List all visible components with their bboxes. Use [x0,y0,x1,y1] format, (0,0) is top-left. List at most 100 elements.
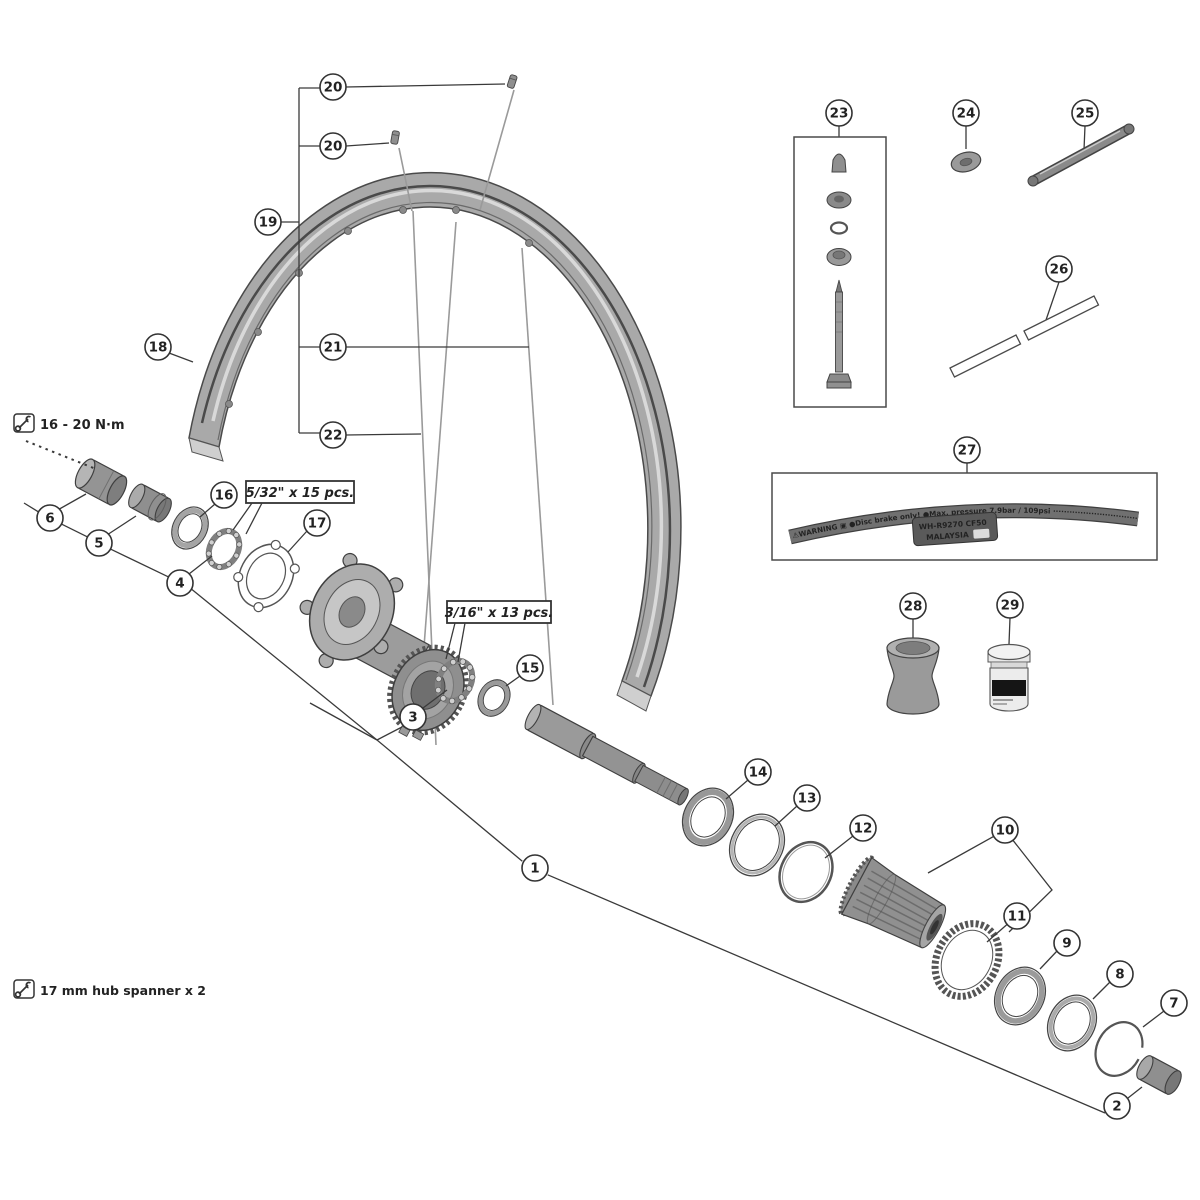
valve-stem [826,279,852,389]
callout-22: 22 [319,421,347,449]
callout-24: 24 [952,99,980,127]
svg-text:9: 9 [1062,936,1071,952]
callout-1: 1 [521,854,549,882]
cone-locknut [128,483,172,523]
svg-text:29: 29 [1001,598,1020,614]
seal-ring-15 [477,679,511,717]
callout-4: 4 [166,569,194,597]
callout-18: 18 [144,333,172,361]
warning-plate-line2: MALAYSIA [926,530,969,542]
end-cap-right [1136,1055,1182,1095]
callouts: 20 20 19 21 22 18 6 5 4 16 17 3 15 1 14 … [36,73,1188,1120]
valve-parts-box [793,136,887,408]
seal-ring-9 [993,966,1047,1026]
jar-label [992,680,1026,696]
torque-note: 16 - 20 N·m [13,413,125,470]
svg-text:11: 11 [1008,909,1027,925]
rim-end-right [616,680,652,712]
valve-nut [826,191,852,209]
callout-13: 13 [793,784,821,812]
nipple-line-1 [479,89,515,211]
rim-end-left [188,437,224,462]
callout-15: 15 [516,654,544,682]
rim [188,171,682,712]
seal-ring-14 [681,787,735,847]
svg-text:23: 23 [830,106,849,122]
bracket-rails [23,125,1165,1114]
callout-11: 11 [1003,902,1031,930]
svg-text:24: 24 [957,106,976,122]
axle [524,703,689,806]
callout-21: 21 [319,333,347,361]
svg-text:21: 21 [324,340,343,356]
warning-plate-logo [973,528,990,539]
seal-ring-16 [171,506,209,550]
svg-text:10: 10 [996,823,1015,839]
spoke-nipple-1 [506,74,518,89]
callout-14: 14 [744,758,772,786]
valve-cap [831,153,847,173]
freehub-body [838,855,947,949]
svg-text:12: 12 [854,821,873,837]
tool-rod [1027,123,1135,187]
svg-text:7: 7 [1169,996,1178,1012]
callout-5: 5 [85,529,113,557]
snap-ring-7 [1094,1021,1144,1077]
svg-text:2: 2 [1112,1099,1121,1115]
svg-text:25: 25 [1076,106,1095,122]
balls-front-note: 5/32" x 15 pcs. [232,480,355,535]
o-ring-12 [778,840,834,904]
hub-flange-left [299,552,404,669]
callout-3: 3 [399,703,427,731]
bracket-19 [281,83,529,436]
callout-27: 27 [953,436,981,464]
ball-retainer-rear [434,657,476,705]
balls-rear-text: 3/16" x 13 pcs. [445,606,553,621]
svg-text:20: 20 [324,139,343,155]
callout-17: 17 [303,509,331,537]
svg-text:6: 6 [45,511,54,527]
ball-retainer-front [205,527,243,571]
callout-16: 16 [210,481,238,509]
callout-20-a: 20 [319,73,347,101]
svg-text:22: 22 [324,428,343,444]
warning-plate: WH-R9270 CF50 MALAYSIA [911,511,999,547]
torque-leader [25,440,97,470]
torque-text: 16 - 20 N·m [40,418,125,433]
spoke-nipple-2 [390,130,400,145]
spoke-1 [521,247,554,706]
svg-text:3: 3 [408,710,417,726]
valve-o-ring [829,221,849,235]
svg-text:4: 4 [175,576,184,592]
svg-text:19: 19 [259,215,278,231]
spacer-ring-13 [728,813,786,877]
nipple-line-2 [398,147,413,212]
torque-wrench-icon [14,415,32,432]
spanner-note: 17 mm hub spanner x 2 [13,979,206,999]
callout-26: 26 [1045,255,1073,283]
callout-2: 2 [1103,1092,1131,1120]
ratchet-ring-11 [931,920,1003,1000]
valve-grommet [826,248,852,266]
rim-plug [950,151,982,173]
callout-28: 28 [899,592,927,620]
hub-body [299,552,469,741]
callout-23: 23 [825,99,853,127]
svg-text:5: 5 [94,536,103,552]
callout-10: 10 [991,816,1019,844]
lock-washer-17 [233,539,300,613]
axle-adapter [886,637,940,715]
grease-jar [987,643,1031,712]
svg-text:8: 8 [1115,967,1124,983]
end-cap-left [74,458,128,506]
callout-20-b: 20 [319,132,347,160]
spanner-text: 17 mm hub spanner x 2 [40,983,206,998]
svg-text:16: 16 [215,488,234,504]
callout-29: 29 [996,591,1024,619]
svg-text:14: 14 [749,765,768,781]
spacer-ring-8 [1046,994,1098,1052]
callout-19: 19 [254,208,282,236]
callout-25: 25 [1071,99,1099,127]
